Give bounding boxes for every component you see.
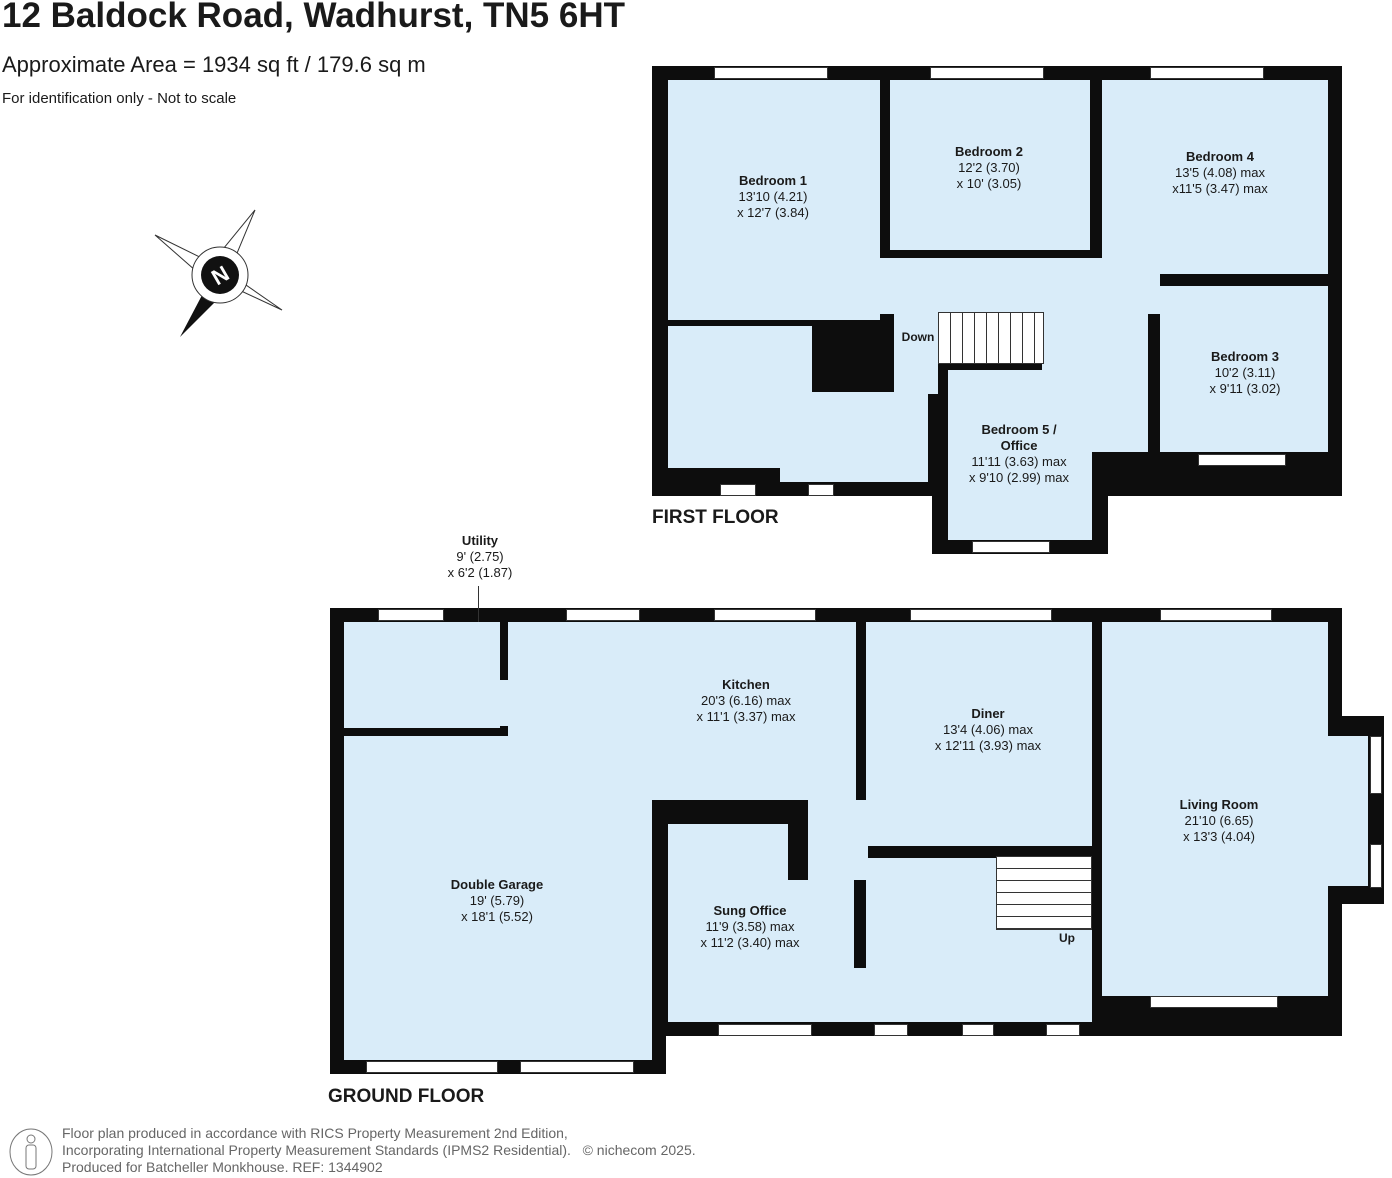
footer-text: Floor plan produced in accordance with R… bbox=[62, 1125, 696, 1175]
area-text: Approximate Area = 1934 sq ft / 179.6 sq… bbox=[2, 52, 426, 77]
copyright: © nichecom 2025. bbox=[582, 1142, 696, 1158]
room-diner bbox=[866, 622, 1092, 846]
wc bbox=[838, 968, 946, 1022]
stairs-down-label: Down bbox=[901, 330, 935, 344]
room-bedroom-3 bbox=[1160, 286, 1328, 452]
room-double-garage bbox=[344, 736, 652, 1060]
ground-floor-title: GROUND FLOOR bbox=[328, 1086, 485, 1107]
person-icon bbox=[9, 1128, 53, 1176]
room-bedroom-2 bbox=[890, 80, 1090, 250]
utility-pointer-arrow bbox=[478, 586, 479, 622]
page-title: 12 Baldock Road, Wadhurst, TN5 6HT bbox=[2, 0, 625, 35]
stairs-ground bbox=[996, 856, 1092, 930]
room-bedroom-4 bbox=[1102, 80, 1328, 274]
compass-icon: N bbox=[154, 209, 283, 337]
room-sung-office bbox=[668, 824, 788, 1022]
room-bedroom-5 bbox=[948, 370, 1092, 540]
bathroom bbox=[780, 392, 928, 482]
disclaimer: For identification only - Not to scale bbox=[2, 90, 237, 107]
room-kitchen bbox=[508, 622, 856, 742]
first-floor-title: FIRST FLOOR bbox=[652, 507, 779, 528]
stairs-up-label: Up bbox=[1059, 931, 1075, 945]
room-living bbox=[1102, 622, 1328, 996]
stairs-first bbox=[938, 312, 1044, 364]
